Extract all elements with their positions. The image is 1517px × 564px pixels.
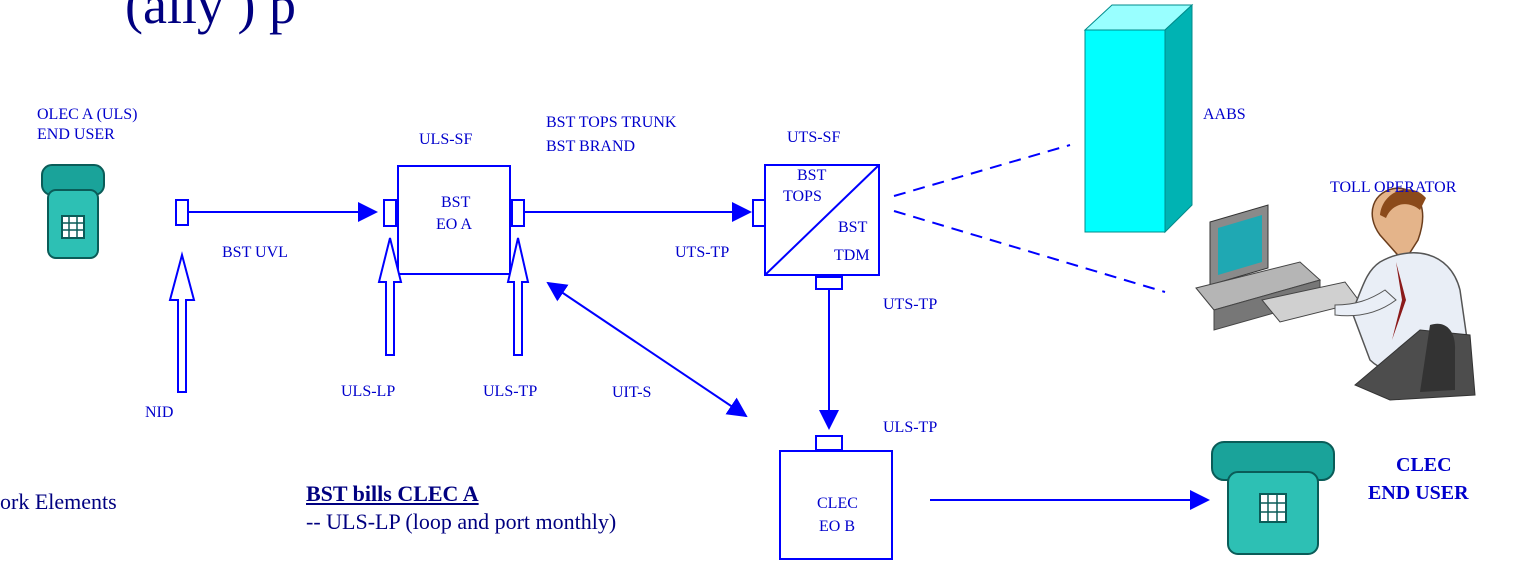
- clec-user-line2: END USER: [1368, 480, 1469, 506]
- tops-line1: BST: [797, 166, 826, 186]
- legend-partial-label: ork Elements: [0, 492, 117, 512]
- aabs-label: AABS: [1203, 105, 1246, 125]
- clec-user-line1: CLEC: [1396, 452, 1452, 478]
- tops-trunk-line2: BST BRAND: [546, 137, 635, 157]
- billing-item: -- ULS-LP (loop and port monthly): [306, 512, 616, 532]
- nid-box: [176, 200, 188, 225]
- nid-pointer-arrow: [170, 255, 194, 392]
- clec-phone-icon: [1212, 442, 1334, 554]
- uls-tp-right-label: ULS-TP: [883, 418, 937, 438]
- uts-tp-right-label: UTS-TP: [883, 295, 937, 315]
- toll-operator-label: TOLL OPERATOR: [1330, 178, 1456, 198]
- uls-sf-label: ULS-SF: [419, 130, 472, 150]
- clec-eo-line1: CLEC: [817, 494, 858, 514]
- uls-tp-left-label: ULS-TP: [483, 382, 537, 402]
- clec-eo-line2: EO B: [819, 517, 855, 537]
- olec-label-line2: END USER: [37, 125, 115, 145]
- olec-phone-icon: [42, 165, 104, 258]
- bst-eo-a-line2: EO A: [436, 215, 472, 235]
- tdm-line2: TDM: [834, 246, 870, 266]
- uls-lp-label: ULS-LP: [341, 382, 395, 402]
- aabs-server-icon: [1085, 5, 1192, 232]
- tdm-line1: BST: [838, 218, 867, 238]
- bst-eo-a-line1: BST: [441, 193, 470, 213]
- toll-operator-icon: [1196, 188, 1475, 400]
- nid-label: NID: [145, 403, 173, 423]
- uit-s-label: UIT-S: [612, 383, 651, 403]
- uts-tp-left-label: UTS-TP: [675, 243, 729, 263]
- tops-trunk-line1: BST TOPS TRUNK: [546, 113, 676, 133]
- olec-label-line1: OLEC A (ULS): [37, 105, 137, 125]
- bst-uvl-label: BST UVL: [222, 243, 288, 263]
- tops-line2: TOPS: [783, 187, 822, 207]
- billing-title: BST bills CLEC A: [306, 484, 479, 504]
- uts-sf-label: UTS-SF: [787, 128, 840, 148]
